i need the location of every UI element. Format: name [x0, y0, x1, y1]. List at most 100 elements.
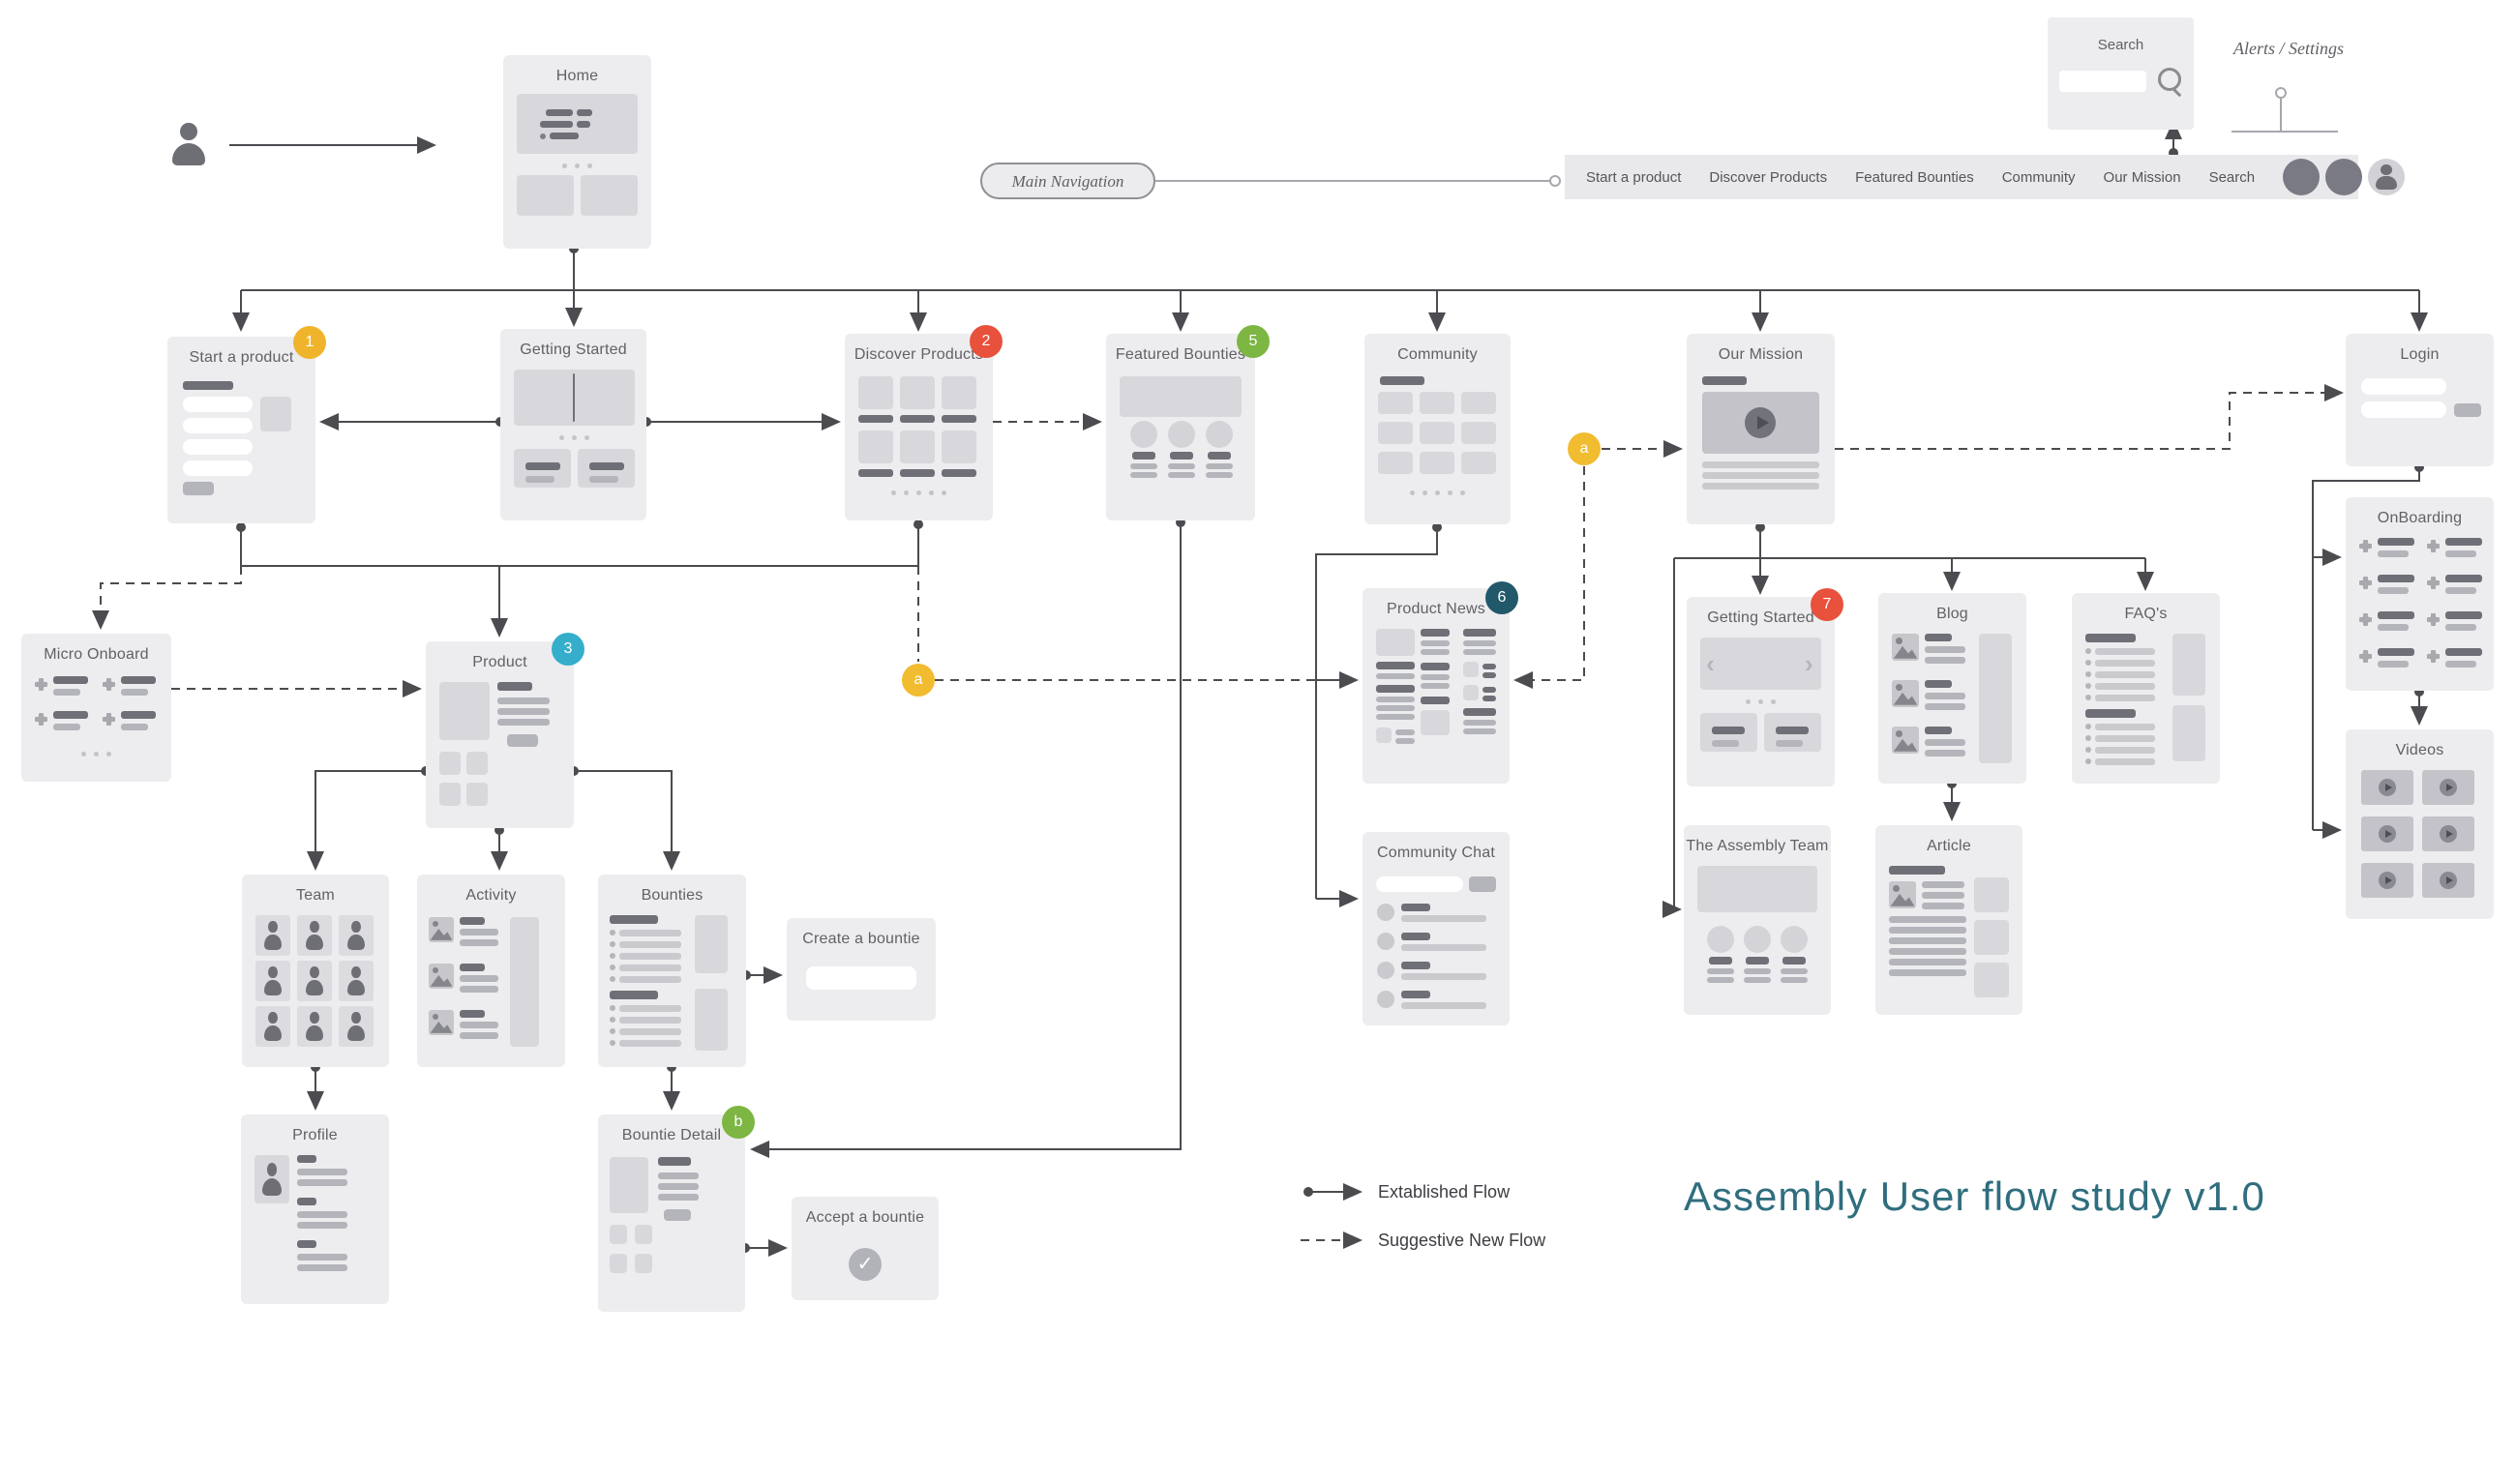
placeholder-bar: [460, 986, 498, 993]
placeholder-bar: [439, 752, 461, 775]
button[interactable]: [507, 734, 538, 747]
play-icon[interactable]: [1745, 407, 1776, 438]
placeholder-bar: [1702, 483, 1819, 490]
node-title: Bountie Detail: [621, 1127, 722, 1143]
placeholder-bar: [53, 724, 80, 730]
placeholder-bar: [460, 929, 498, 935]
placeholder-bar: [1401, 944, 1486, 951]
placeholder-bar: [525, 476, 554, 483]
placeholder-bar: [1463, 640, 1496, 646]
video-thumbnail[interactable]: [2361, 770, 2413, 805]
placeholder-bar: [2085, 660, 2091, 666]
placeholder-bar: [1401, 1002, 1486, 1009]
placeholder-bar: [610, 1028, 615, 1034]
wireframe-content: [2346, 497, 2494, 691]
badge-a1: a: [1568, 432, 1601, 465]
button[interactable]: [1469, 876, 1496, 892]
chevron-icon[interactable]: ‹: [1706, 649, 1715, 678]
chevron-icon[interactable]: ›: [1805, 649, 1813, 678]
video-thumbnail[interactable]: [2422, 816, 2474, 851]
placeholder-bar: [619, 953, 681, 960]
wireframe-content: [598, 1114, 745, 1312]
node-team: Team: [242, 875, 389, 1067]
search-icon[interactable]: [2158, 68, 2181, 91]
input-field[interactable]: [183, 439, 253, 455]
person-icon: [261, 919, 285, 952]
placeholder-bar: [1206, 472, 1233, 478]
nav-circle-1[interactable]: [2283, 159, 2321, 195]
placeholder-bar: [619, 941, 681, 948]
placeholder-bar: [858, 469, 893, 477]
button[interactable]: [2454, 403, 2481, 417]
node-our-mission: Our Mission: [1687, 334, 1835, 524]
placeholder-bar: [900, 376, 935, 409]
badge-1: 1: [293, 326, 326, 359]
placeholder-bar: [589, 462, 624, 470]
node-title: FAQ's: [2124, 606, 2168, 622]
placeholder-bar: [1168, 463, 1195, 469]
wireframe-content: [2346, 334, 2494, 466]
nav-item-featured-bounties[interactable]: Featured Bounties: [1855, 168, 1974, 186]
nav-item-start-a-product[interactable]: Start a product: [1586, 168, 1682, 186]
placeholder-bar: [439, 682, 490, 740]
avatar-circle: [1707, 926, 1734, 953]
placeholder-bar: [297, 1155, 316, 1163]
input-field[interactable]: [2361, 378, 2446, 395]
placeholder-bar: [619, 1017, 681, 1024]
nav-item-community[interactable]: Community: [2001, 168, 2076, 186]
node-title: Create a bountie: [802, 931, 920, 947]
wireframe-content: [1684, 825, 1831, 1015]
placeholder-bar: [1712, 727, 1745, 734]
node-title: Product News: [1387, 601, 1485, 617]
nav-circle-2[interactable]: [2325, 159, 2363, 195]
placeholder-bar: [1483, 664, 1496, 669]
input-field[interactable]: [1376, 876, 1463, 892]
placeholder-bar: [546, 109, 573, 116]
wireframe-content: [845, 334, 993, 520]
placeholder-bar: [2445, 648, 2482, 656]
node-home: Home: [503, 55, 651, 249]
placeholder-bar: [610, 1017, 615, 1023]
check-icon[interactable]: ✓: [849, 1248, 882, 1281]
wireframe-content: [21, 634, 171, 782]
nav-item-our-mission[interactable]: Our Mission: [2103, 168, 2181, 186]
input-field[interactable]: [806, 966, 916, 990]
placeholder-bar: [183, 381, 233, 390]
video-thumbnail[interactable]: [2422, 770, 2474, 805]
video-thumbnail[interactable]: [2422, 863, 2474, 898]
placeholder-bar: [121, 711, 156, 719]
input-field[interactable]: [2361, 401, 2446, 418]
placeholder-bar: [2172, 705, 2205, 761]
placeholder-bar: [2378, 648, 2414, 656]
input-field[interactable]: [183, 397, 253, 412]
placeholder-bar: [1712, 740, 1739, 747]
placeholder-bar: [1132, 452, 1155, 460]
placeholder-bar: [1889, 937, 1966, 944]
wireframe-content: [1878, 593, 2026, 784]
video-thumbnail[interactable]: [2361, 816, 2413, 851]
placeholder-bar: [900, 469, 935, 477]
placeholder-bar: [1889, 959, 1966, 965]
nav-item-search[interactable]: Search: [2208, 168, 2256, 186]
wireframe-content: [417, 875, 565, 1067]
placeholder-bar: [53, 689, 80, 696]
placeholder-bar: [1376, 629, 1415, 656]
node-bountie-detail: Bountie Detail: [598, 1114, 745, 1312]
node-assembly-team: The Assembly Team: [1684, 825, 1831, 1015]
search-input[interactable]: [2059, 71, 2146, 92]
placeholder-bar: [2095, 724, 2155, 730]
carousel-dot: [571, 435, 577, 440]
placeholder-bar: [1421, 710, 1450, 735]
gear-icon: [2363, 654, 2368, 659]
placeholder-bar: [297, 1264, 347, 1271]
placeholder-bar: [1401, 933, 1430, 940]
nav-avatar-icon[interactable]: [2368, 159, 2406, 195]
placeholder-bar: [658, 1183, 699, 1190]
placeholder-bar: [1889, 969, 1966, 976]
button[interactable]: [664, 1209, 691, 1221]
button[interactable]: [183, 482, 214, 495]
video-thumbnail[interactable]: [2361, 863, 2413, 898]
input-field[interactable]: [183, 418, 253, 433]
nav-item-discover-products[interactable]: Discover Products: [1709, 168, 1828, 186]
input-field[interactable]: [183, 460, 253, 476]
